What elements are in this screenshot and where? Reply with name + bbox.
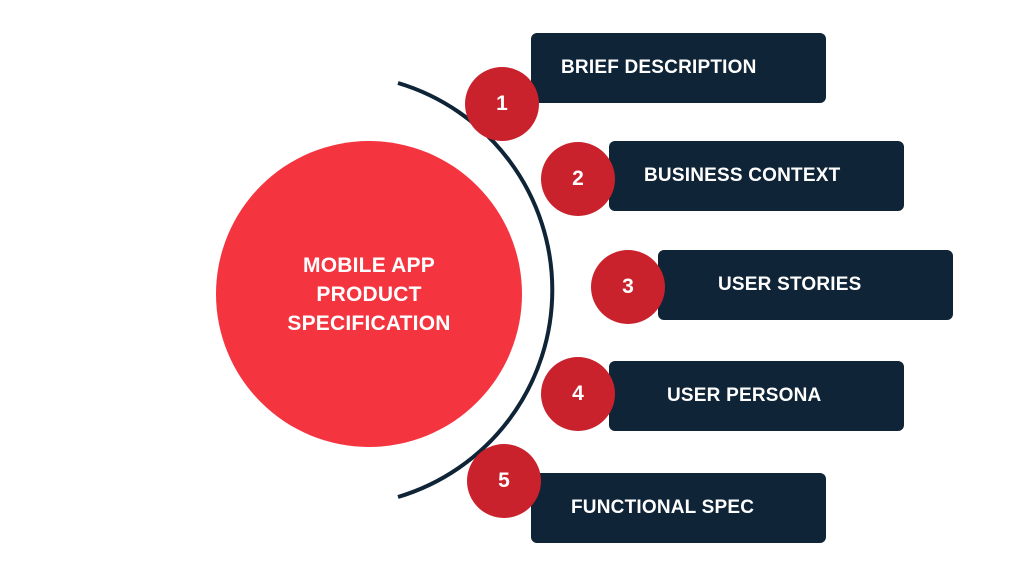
step-5-box: FUNCTIONAL SPEC: [531, 473, 826, 543]
step-2-label: BUSINESS CONTEXT: [644, 165, 841, 186]
center-title-line-2: PRODUCT: [316, 282, 422, 306]
step-2-box: BUSINESS CONTEXT: [609, 141, 904, 211]
step-3-number: 3: [591, 250, 665, 324]
center-circle: MOBILE APP PRODUCT SPECIFICATION: [216, 141, 522, 447]
step-1-box: BRIEF DESCRIPTION: [531, 33, 826, 103]
step-4-number: 4: [541, 357, 615, 431]
step-4-box: USER PERSONA: [609, 361, 904, 431]
step-1-label: BRIEF DESCRIPTION: [561, 57, 757, 78]
center-title-line-1: MOBILE APP: [303, 253, 435, 277]
step-4-label: USER PERSONA: [667, 385, 822, 406]
step-5-number: 5: [467, 444, 541, 518]
step-1-number: 1: [465, 67, 539, 141]
center-title: MOBILE APP PRODUCT SPECIFICATION: [259, 251, 479, 338]
step-3-box: USER STORIES: [658, 250, 953, 320]
step-5-label: FUNCTIONAL SPEC: [571, 497, 755, 518]
center-title-line-3: SPECIFICATION: [287, 311, 451, 335]
step-2-number: 2: [541, 142, 615, 216]
step-3-label: USER STORIES: [718, 274, 862, 295]
